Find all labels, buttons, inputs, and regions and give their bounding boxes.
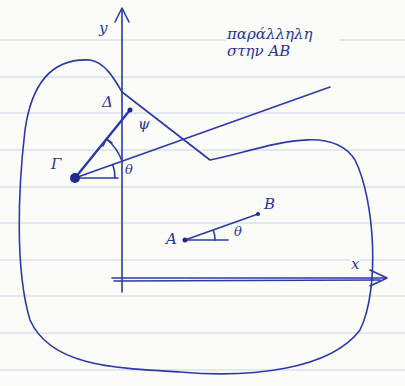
x-axis xyxy=(112,277,385,279)
angle-label: ψ xyxy=(137,116,151,133)
axis-label: x xyxy=(350,256,360,273)
annotation: παράλληλη στην ΑΒ xyxy=(226,26,340,61)
x-axis xyxy=(114,280,380,281)
point-label: Α xyxy=(165,231,178,248)
x-axis-arrowhead xyxy=(370,270,387,286)
angle-arc xyxy=(213,230,215,240)
angle-label: θ xyxy=(233,225,243,240)
point-delta xyxy=(128,108,133,113)
point-label: Δ xyxy=(101,94,114,111)
point-label: Β xyxy=(263,196,276,213)
horizontal-reference xyxy=(75,177,118,179)
angle-arc xyxy=(113,165,115,178)
point-label: Γ xyxy=(50,156,62,173)
y-axis xyxy=(121,10,123,292)
angle-label: θ xyxy=(124,163,134,178)
angle-arc xyxy=(107,139,123,161)
point-b xyxy=(256,212,260,216)
y-axis-arrowhead xyxy=(115,8,129,22)
body-outline xyxy=(19,60,372,374)
horizontal-reference xyxy=(185,239,228,241)
parallel-line xyxy=(75,87,330,178)
point-gamma xyxy=(70,173,80,183)
segment-a-b xyxy=(185,214,258,240)
angle-arrowhead xyxy=(103,139,112,146)
ruled-paper xyxy=(0,40,405,370)
point-a xyxy=(183,238,188,243)
axis-label: y xyxy=(98,20,108,37)
